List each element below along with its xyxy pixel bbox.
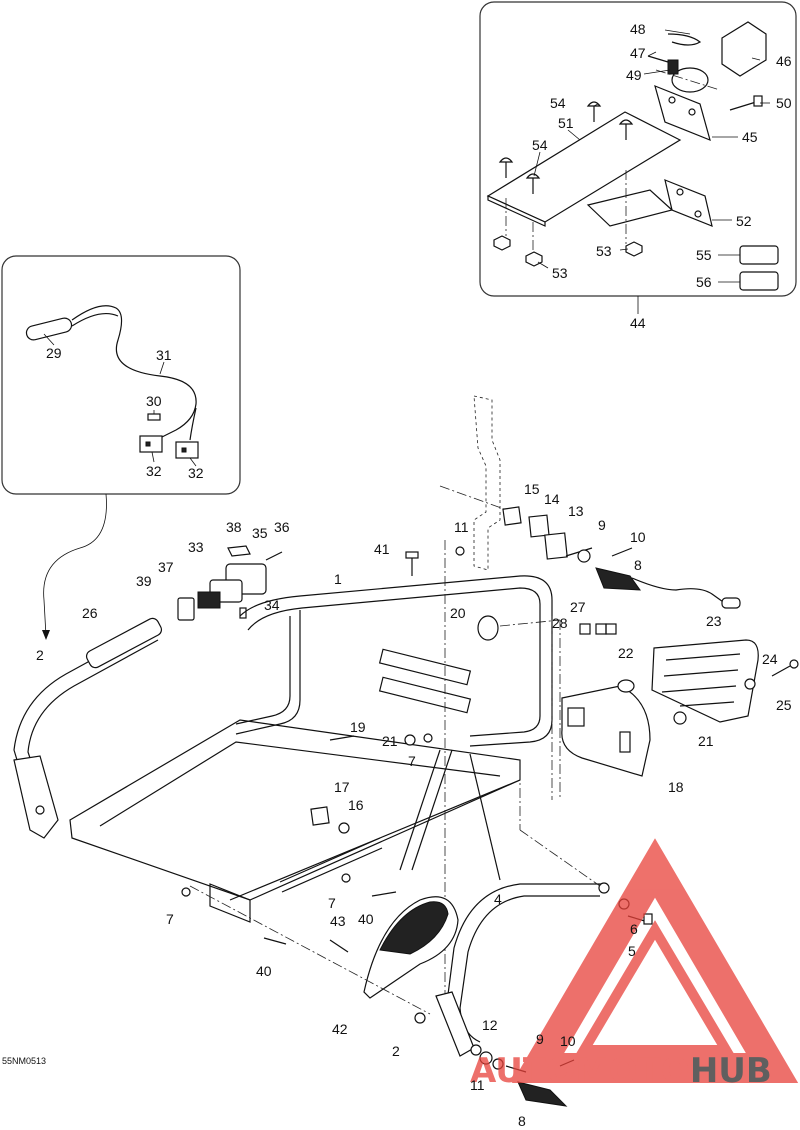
callout-32-left: 32 — [146, 463, 162, 479]
left-handle-assembly — [13, 617, 163, 839]
callout-36: 36 — [274, 519, 290, 535]
callout-41: 41 — [374, 541, 390, 557]
carriage-bolts — [498, 101, 634, 194]
callout-44: 44 — [630, 315, 646, 331]
callout-4: 4 — [494, 891, 502, 907]
automotohub-watermark: AUTOMOTOHUB — [470, 838, 799, 1091]
callout-52: 52 — [736, 213, 752, 229]
callout-48: 48 — [630, 21, 646, 37]
callout-30: 30 — [146, 393, 162, 409]
diagram-code: 55NM0513 — [2, 1056, 46, 1066]
callout-12: 12 — [482, 1017, 498, 1033]
callout-56: 56 — [696, 274, 712, 290]
callout-labels: 48 46 47 49 50 54 51 45 54 52 53 55 53 5… — [2, 21, 792, 1129]
callout-16: 16 — [348, 797, 364, 813]
callout-5: 5 — [628, 943, 636, 959]
callout-49: 49 — [626, 67, 642, 83]
callout-1: 1 — [334, 571, 342, 587]
callout-40-mid: 40 — [358, 911, 374, 927]
wiring-inset-panel — [1, 255, 241, 640]
callout-31: 31 — [156, 347, 172, 363]
switch-assembly — [177, 545, 283, 621]
callout-53-right: 53 — [596, 243, 612, 259]
callout-22: 22 — [618, 645, 634, 661]
callout-8-top: 8 — [634, 557, 642, 573]
callout-51: 51 — [558, 115, 574, 131]
callout-35: 35 — [252, 525, 268, 541]
mounting-parts — [310, 395, 568, 834]
callout-2-bottom: 2 — [392, 1043, 400, 1059]
callout-20: 20 — [450, 605, 466, 621]
callout-18: 18 — [668, 779, 684, 795]
callout-28: 28 — [552, 615, 568, 631]
tail-light-assembly — [499, 547, 799, 800]
callout-40-left: 40 — [256, 963, 272, 979]
callout-34: 34 — [264, 597, 280, 613]
callout-19: 19 — [350, 719, 366, 735]
callout-21-left: 21 — [382, 733, 398, 749]
main-frame — [69, 540, 553, 1020]
watermark-text-automoto: AUTOMOTO — [470, 1051, 690, 1091]
callout-55: 55 — [696, 247, 712, 263]
callout-50: 50 — [776, 95, 792, 111]
callout-10-bottom: 10 — [560, 1033, 576, 1049]
callout-24: 24 — [762, 651, 778, 667]
callout-17: 17 — [334, 779, 350, 795]
callout-10-top: 10 — [630, 529, 646, 545]
callout-27: 27 — [570, 599, 586, 615]
callout-38: 38 — [226, 519, 242, 535]
callout-23: 23 — [706, 613, 722, 629]
callout-11-top: 11 — [454, 519, 469, 535]
callout-11-bottom: 11 — [470, 1077, 485, 1093]
callout-33: 33 — [188, 539, 204, 555]
watermark-text-hub: HUB — [690, 1051, 772, 1091]
callout-14: 14 — [544, 491, 560, 507]
callout-7-left: 7 — [166, 911, 174, 927]
callout-42: 42 — [332, 1021, 348, 1037]
svg-text:AUTOMOTOHUB: AUTOMOTOHUB — [470, 1051, 772, 1091]
callout-37: 37 — [158, 559, 174, 575]
callout-46: 46 — [776, 53, 792, 69]
callout-39: 39 — [136, 573, 152, 589]
callout-9-top: 9 — [598, 517, 606, 533]
hitch-inset-panel — [479, 1, 797, 314]
callout-54-top: 54 — [550, 95, 566, 111]
callout-32-right: 32 — [188, 465, 204, 481]
callout-21-right: 21 — [698, 733, 714, 749]
callout-29: 29 — [46, 345, 62, 361]
callout-9-bottom: 9 — [536, 1031, 544, 1047]
callout-25: 25 — [776, 697, 792, 713]
callout-2-left: 2 — [36, 647, 44, 663]
callout-47: 47 — [630, 45, 646, 61]
callout-7-mid: 7 — [328, 895, 336, 911]
callout-45: 45 — [742, 129, 758, 145]
callout-8-bottom: 8 — [518, 1113, 526, 1129]
callout-43: 43 — [330, 913, 346, 929]
callout-15: 15 — [524, 481, 540, 497]
callout-7-top: 7 — [408, 753, 416, 769]
callout-6: 6 — [630, 921, 638, 937]
callout-53-left: 53 — [552, 265, 568, 281]
callout-13: 13 — [568, 503, 584, 519]
callout-54-bottom: 54 — [532, 137, 548, 153]
callout-26: 26 — [82, 605, 98, 621]
